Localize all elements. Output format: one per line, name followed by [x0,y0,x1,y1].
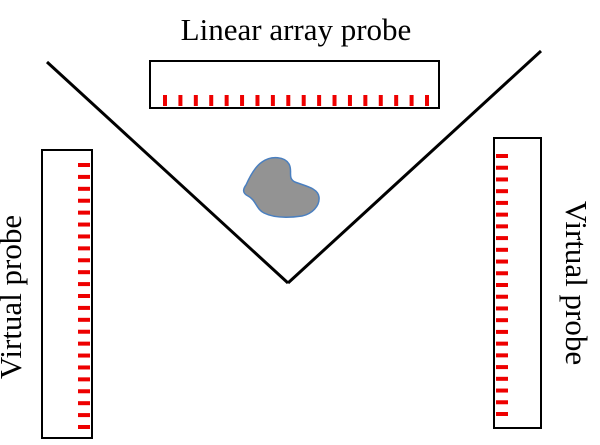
top-probe-element [178,95,183,106]
right-probe-element [496,400,508,405]
right-probe-element [496,353,508,358]
top-probe-element [332,95,337,106]
left-probe-element [78,174,90,179]
top-probe-element [394,95,399,106]
left-probe-element [78,377,90,382]
v-line-left [45,60,290,285]
left-probe-label: Virtual probe [0,215,28,379]
top-probe-element [163,95,167,106]
left-probe-element [78,425,90,429]
top-probe-element [255,95,260,106]
right-probe-element [496,177,508,182]
top-probe-element [409,95,414,106]
right-probe-element [496,247,508,252]
left-probe-element [78,353,90,358]
left-probe-element [78,341,90,346]
top-probe-element [193,95,198,106]
right-probe-element [496,165,508,170]
left-probe-element [78,282,90,287]
left-probe-element [78,210,90,215]
right-probe-element [496,271,508,276]
left-probe-element [78,222,90,227]
left-probe-element [78,258,90,263]
left-probe-element [78,401,90,406]
left-probe-element [78,329,90,334]
right-probe-element [496,318,508,323]
right-probe-element [496,329,508,334]
v-line-right [286,49,543,285]
left-probe-element [78,305,90,310]
right-probe-element [496,189,508,194]
right-probe-element [496,212,508,217]
top-probe-element [301,95,306,106]
left-probe-element [78,365,90,370]
right-probe-element [496,306,508,311]
right-probe-element [496,224,508,229]
right-probe-element [496,376,508,381]
left-probe-element [78,186,90,191]
left-probe-element [78,270,90,275]
right-probe-element [496,259,508,264]
left-probe-element [78,389,90,394]
right-probe-element [496,341,508,346]
top-probe-element [224,95,229,106]
left-probe-element [78,234,90,239]
right-probe-element [496,200,508,205]
right-probe-element [496,236,508,241]
right-probe-element [496,294,508,299]
left-probe-element [78,246,90,251]
left-probe-element [78,163,90,167]
left-probe-element [78,413,90,418]
left-probe-element [78,198,90,203]
right-probe-element [496,154,508,158]
left-probe-elements [78,163,90,429]
left-probe-element [78,294,90,298]
top-probe-element [378,95,383,106]
right-probe-element [496,412,508,416]
top-probe-element [270,95,275,106]
top-probe-element [240,95,245,106]
top-probe-element [425,95,429,106]
right-probe-element [496,283,508,287]
top-probe-housing [149,60,440,109]
top-probe-label: Linear array probe [181,12,412,47]
top-probe-element [317,95,322,106]
top-probe-element [286,95,291,106]
left-probe-element [78,317,90,322]
right-probe-element [496,388,508,393]
right-probe-element [496,365,508,370]
right-probe-elements [496,154,508,416]
top-probe-element [347,95,352,106]
target-object [242,156,320,218]
top-probe-element [363,95,368,106]
top-probe-element [209,95,214,106]
right-probe-label: Virtual probe [559,201,594,365]
top-probe-elements [163,95,429,106]
